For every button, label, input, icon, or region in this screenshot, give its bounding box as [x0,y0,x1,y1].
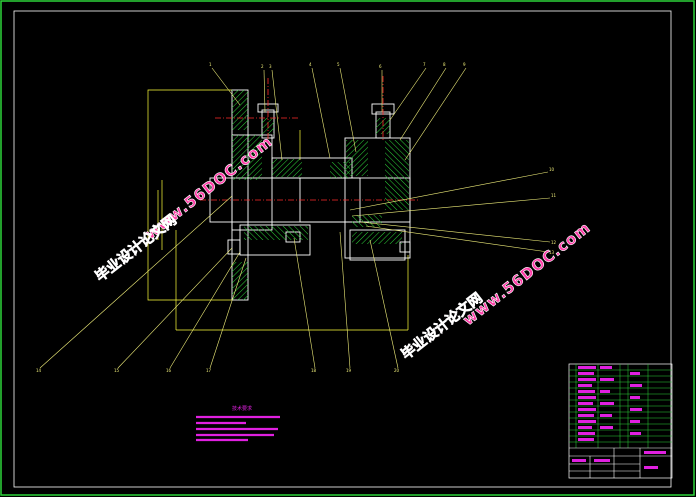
parts-list-table [568,363,673,479]
part-balloon: 8 [443,62,446,67]
part-balloon: 5 [337,62,340,67]
part-balloon: 3 [269,64,272,69]
watermark-url: www.56DOC.com [459,218,594,329]
part-balloon: 1 [209,62,212,67]
watermark-cn: 毕业设计论文网 [92,211,180,285]
part-balloon: 10 [549,167,555,172]
part-balloon: 2 [261,64,264,69]
part-balloon: 16 [166,368,172,373]
part-balloon: 9 [463,62,466,67]
part-balloon: 13 [549,250,555,255]
part-balloon: 20 [394,368,400,373]
part-balloon: 11 [551,193,557,198]
part-balloon: 15 [114,368,120,373]
part-balloon: 14 [36,368,42,373]
technical-requirements-block: 技术要求 [196,405,280,442]
dimension-lines [147,89,409,331]
leader-lines [39,67,551,369]
part-balloon: 6 [379,64,382,69]
center-lines [200,76,420,201]
tech-requirements-title: 技术要求 [232,405,252,412]
part-balloon: 18 [311,368,317,373]
part-balloon: 19 [346,368,352,373]
part-balloon: 12 [551,240,557,245]
tech-requirements-lines [196,415,280,442]
part-balloon: 17 [206,368,212,373]
part-balloon: 4 [309,62,312,67]
hatched-sections [232,90,409,300]
part-balloon: 7 [423,62,426,67]
part-balloon-labels: 1 2 3 4 5 6 7 8 9 10 11 12 13 14 15 16 1… [36,62,557,373]
